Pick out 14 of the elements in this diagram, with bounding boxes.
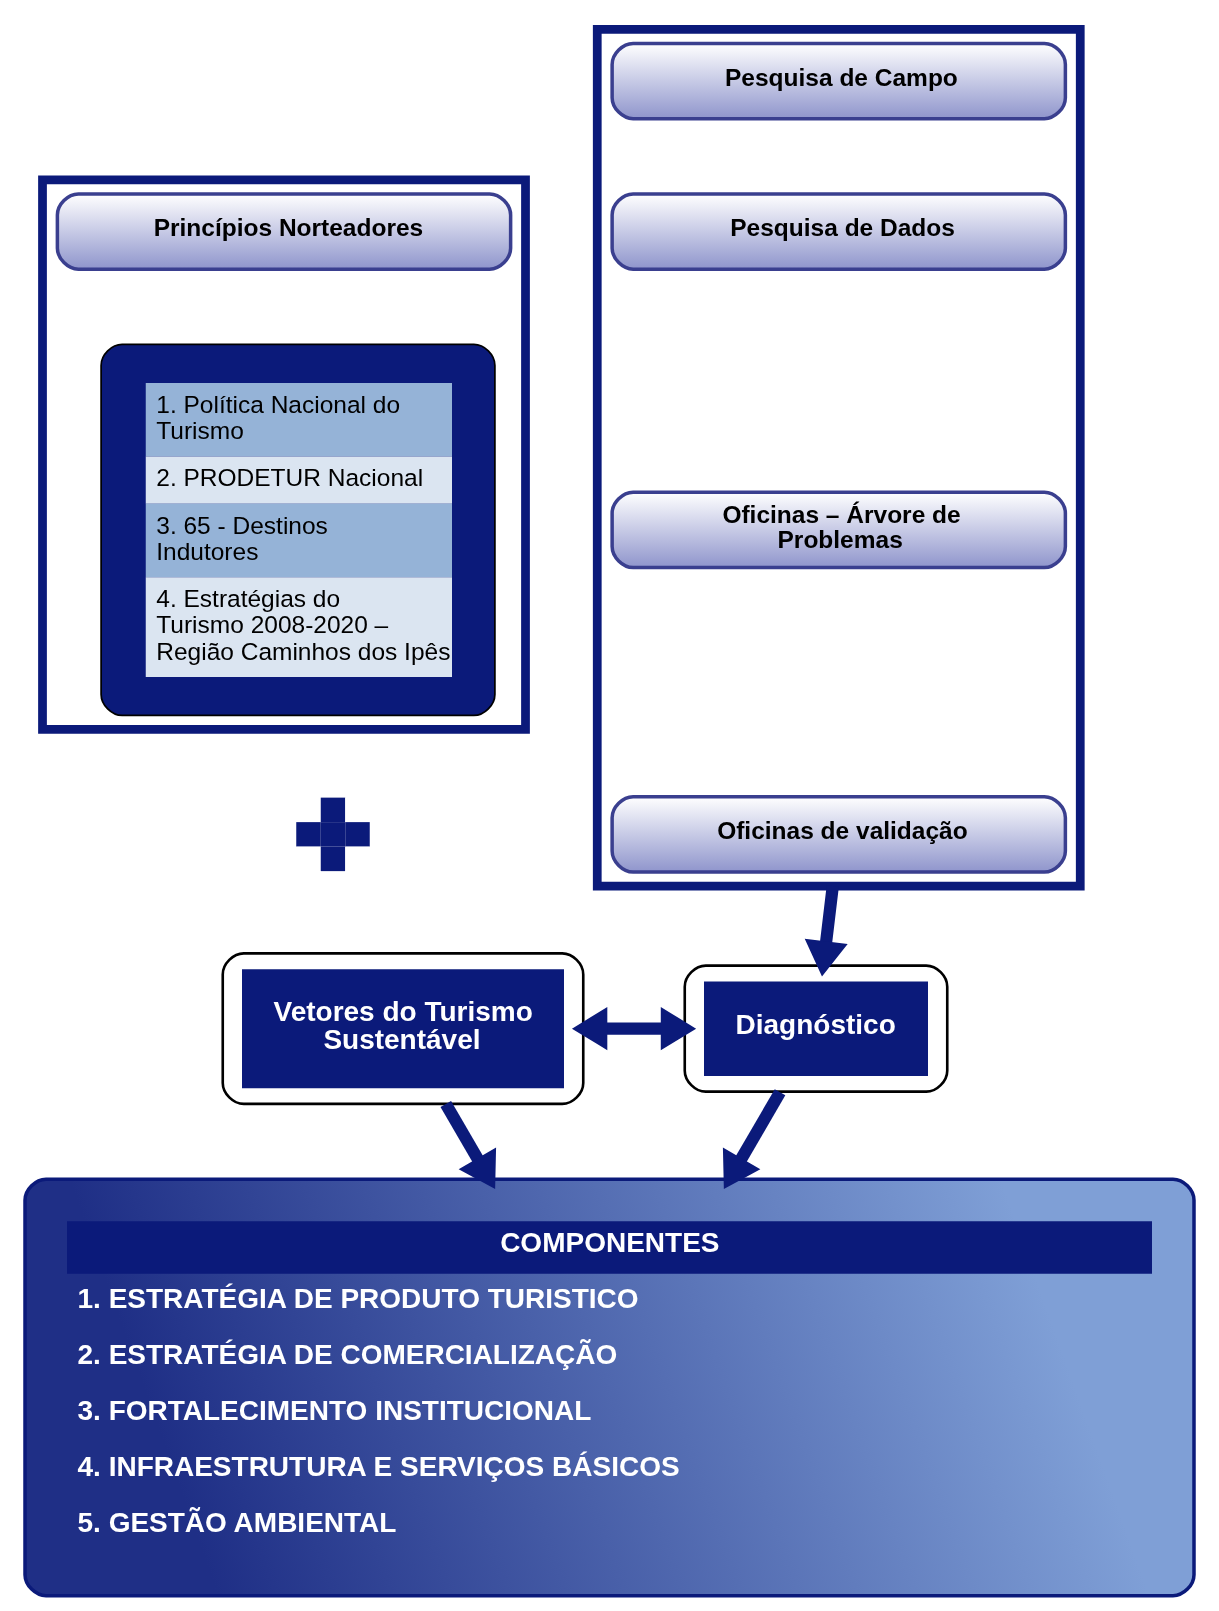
node-box: COMPONENTES 1. ESTRATÉGIA DE PRODUTO TURISTICO 2. ESTRATÉGIA DE COMERCIALIZAÇÃO 3. FORTALECIMENTO INSTITUCIONAL 4. INFRAESTRUTURA E SERVIÇOS BÁSICOS 5. GESTÃO AMBIENTAL: [23, 1177, 1196, 1598]
arrow: [571, 1006, 697, 1051]
arrow: [440, 1100, 497, 1189]
cluster: [38, 175, 530, 734]
arrow: [722, 1089, 786, 1189]
node-box: Pesquisa de Dados: [610, 192, 1068, 271]
cluster: [592, 25, 1085, 891]
node-box: 1. Política Nacional do Turismo 2. PRODETUR Nacional 3. 65 - Destinos Indutores 4. Estratégias do Turismo 2008-2020 – Região Caminhos dos Ipês: [100, 343, 496, 717]
node-box: Oficinas de validação: [610, 795, 1068, 874]
node-box: Princípios Norteadores: [55, 192, 513, 271]
node-box: Pesquisa de Campo: [610, 41, 1068, 121]
node-box: Diagnóstico: [683, 964, 949, 1093]
node-box: Oficinas – Árvore de Problemas: [610, 490, 1068, 570]
node-box: Vetores do Turismo Sustentável: [221, 952, 585, 1106]
